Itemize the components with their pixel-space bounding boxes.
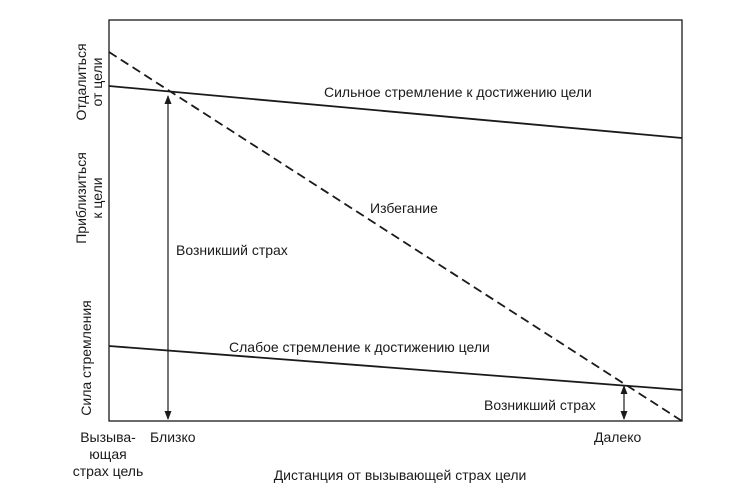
strong-approach-label: Сильное стремление к достижению цели [324, 84, 592, 100]
svg-text:Сила стремления: Сила стремления [78, 300, 94, 415]
x-origin-label: Вызыва- ющая страх цель [73, 429, 144, 479]
x-axis-title: Дистанция от вызывающей страх цели [274, 467, 527, 483]
x-near-label: Близко [150, 429, 196, 445]
strong-approach-line [108, 85, 683, 139]
avoidance-label: Избегание [370, 200, 438, 216]
svg-text:Вызыва-: Вызыва- [80, 429, 136, 445]
svg-text:к цели: к цели [89, 177, 105, 218]
svg-text:ющая: ющая [89, 446, 126, 462]
big-fear-label: Возникший страх [176, 242, 288, 258]
svg-text:страх цель: страх цель [73, 463, 144, 479]
svg-text:от цели: от цели [89, 58, 105, 107]
x-far-label: Далеко [594, 429, 642, 445]
avoidance-line [108, 51, 683, 422]
svg-text:Приблизиться: Приблизиться [73, 152, 89, 244]
plot-frame [108, 19, 683, 422]
weak-approach-label: Слабое стремление к достижению цели [229, 339, 490, 355]
weak-approach-line [108, 345, 683, 391]
y-label-middle: Приблизиться к цели [73, 152, 105, 244]
y-label-bottom: Сила стремления [78, 300, 94, 415]
y-label-top: Отдалиться от цели [73, 43, 105, 120]
svg-text:Отдалиться: Отдалиться [73, 43, 89, 120]
small-fear-label: Возникший страх [484, 397, 596, 413]
